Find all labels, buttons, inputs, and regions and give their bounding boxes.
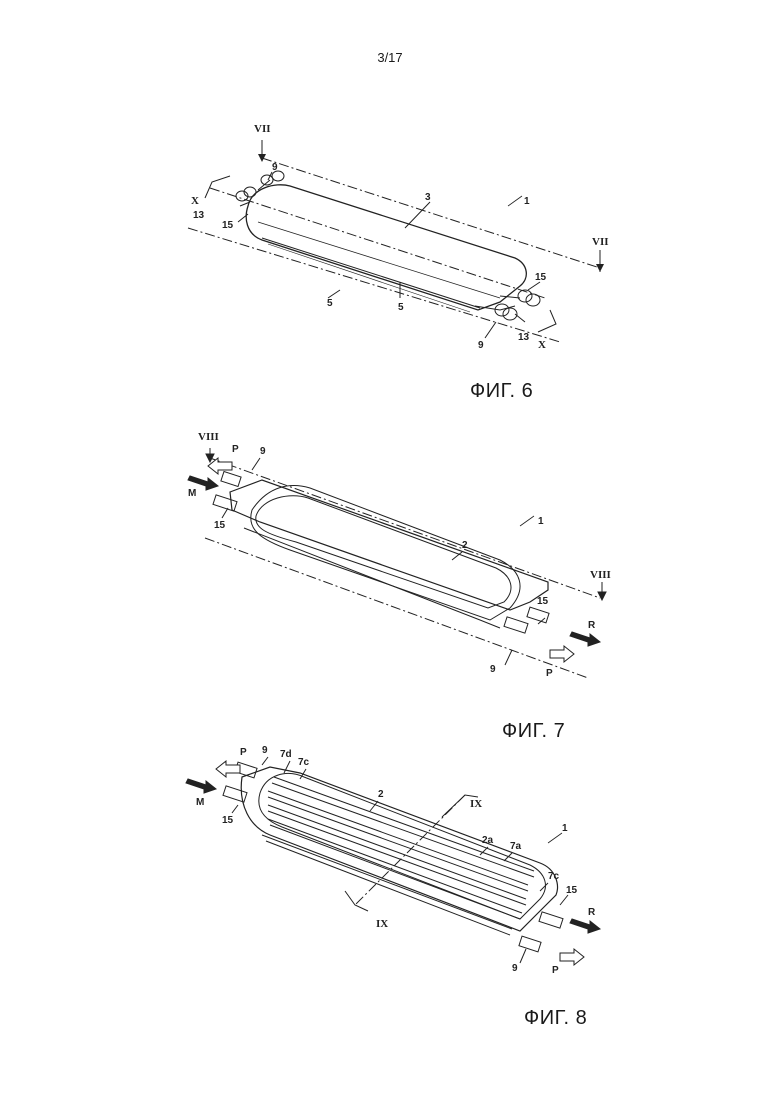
fig6-ref-13b: 13 [518,332,530,343]
figure-8: IX IX P P M R 1 2 2a 7a 7c 7c 7d 9 9 15 … [0,735,780,1075]
page-number: 3/17 [0,50,780,65]
fig6-ref-5b: 5 [398,302,404,313]
fig6-ref-15a: 15 [222,220,234,231]
figure-6-drawing: VII VII X X 1 3 5 5 9 9 13 13 15 15 [0,110,780,410]
fig8-ref-7a: 7a [510,841,522,852]
fig7-section-right: VIII [590,569,611,581]
figure-8-caption: ФИГ. 8 [524,1007,587,1030]
fig6-section-right: VII [592,236,609,248]
fig6-ref-1: 1 [524,196,530,207]
fig7-ref-15a: 15 [214,520,226,531]
fig8-p-top: P [240,747,247,758]
fig6-ref-15b: 15 [535,272,547,283]
fig8-ref-15b: 15 [566,885,578,896]
fig6-ref-9a: 9 [272,162,278,173]
fig7-p-bottom: P [546,668,553,679]
fig6-ref-9b: 9 [478,340,484,351]
fig7-ref-9b: 9 [490,664,496,675]
figure-7: VIII VIII P P M R 1 2 9 9 15 15 ФИГ. 7 [0,410,780,750]
fig7-r: R [588,620,596,631]
fig8-ref-9a: 9 [262,745,268,756]
fig7-ref-15b: 15 [537,596,549,607]
fig8-ref-7d: 7d [280,749,292,760]
fig8-m: M [196,797,204,808]
fig7-p-top: P [232,444,239,455]
fig8-ref-15a: 15 [222,815,234,826]
fig6-ref-3: 3 [425,192,431,203]
fig7-ref-1: 1 [538,516,544,527]
fig8-ref-7c-right: 7c [548,871,560,882]
figure-6: VII VII X X 1 3 5 5 9 9 13 13 15 15 ФИГ.… [0,110,780,410]
fig7-m: M [188,488,196,499]
fig7-ref-9a: 9 [260,446,266,457]
figure-7-drawing: VIII VIII P P M R 1 2 9 9 15 15 [0,410,780,750]
fig8-ref-7c-top: 7c [298,757,310,768]
figure-8-drawing: IX IX P P M R 1 2 2a 7a 7c 7c 7d 9 9 15 … [0,735,780,1075]
fig8-ref-2: 2 [378,789,384,800]
fig8-ref-2a: 2a [482,835,494,846]
figure-6-caption: ФИГ. 6 [470,380,533,403]
fig6-ref-13a: 13 [193,210,205,221]
fig8-r: R [588,907,596,918]
fig8-ref-9b: 9 [512,963,518,974]
fig7-ref-2: 2 [462,540,468,551]
fig8-section-bottom: IX [376,918,388,930]
fig8-ref-1: 1 [562,823,568,834]
fig6-section-top: VII [254,123,271,135]
fig8-p-bottom: P [552,965,559,976]
fig6-x-right: X [538,339,546,351]
fig8-section-top: IX [470,798,482,810]
fig6-x-left: X [191,195,199,207]
fig6-ref-5a: 5 [327,298,333,309]
fig7-section-left: VIII [198,431,219,443]
